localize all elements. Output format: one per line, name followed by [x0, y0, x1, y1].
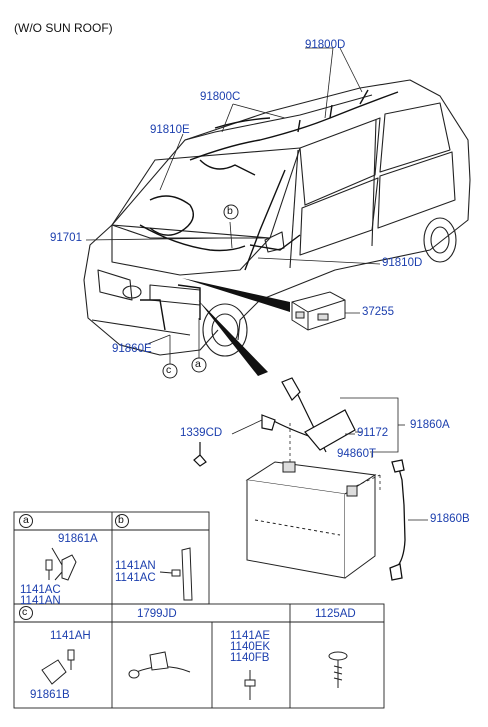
module-37255-art	[291, 291, 346, 331]
harness-wires	[139, 89, 399, 331]
diagram-note: (W/O SUN ROOF)	[14, 21, 113, 35]
callout-91800D: 91800D	[305, 39, 346, 51]
dashed-links	[289, 420, 381, 490]
cell-b-bolt2-label: 1141AC	[115, 572, 156, 584]
cell-b-art	[159, 547, 193, 601]
callout-91860E: 91860E	[112, 343, 152, 355]
callout-91172: 91172	[357, 427, 389, 439]
cell-1799JD-title: 1799JD	[137, 608, 177, 620]
marker-a-vehicle: a	[195, 358, 201, 370]
battery-art	[245, 461, 377, 579]
bolt-1141AE-art	[244, 670, 256, 700]
battery-cable-art	[193, 377, 356, 467]
callout-1339CD: 1339CD	[180, 427, 223, 439]
cell-b-bolt1-label: 1141AN	[115, 560, 156, 572]
table-markers	[19, 514, 129, 620]
marker-c-vehicle: c	[166, 364, 172, 376]
clip-1799JD-art	[128, 651, 191, 679]
pointer-wedge-37255	[182, 278, 290, 312]
cell-a-top-label: 91861A	[58, 533, 98, 545]
vehicle-markers	[162, 204, 239, 379]
marker-b-vehicle: b	[227, 205, 233, 217]
cell-a-art	[45, 547, 77, 581]
table-marker-c: c	[22, 606, 28, 618]
cell-1140EK-label: 1140EK	[230, 641, 271, 653]
cell-c-bottom-label: 91861B	[30, 689, 70, 701]
callout-94860T: 94860T	[337, 448, 377, 460]
callout-91800C: 91800C	[200, 91, 241, 103]
cell-1140FB-label: 1140FB	[230, 652, 270, 664]
callout-91810E: 91810E	[150, 124, 190, 136]
van-body	[83, 79, 471, 357]
cell-a-bolt1-label: 1141AC	[20, 584, 61, 596]
callout-91860B: 91860B	[430, 513, 470, 525]
cell-c-art	[41, 649, 75, 685]
leader-lines	[85, 47, 381, 370]
table-marker-a: a	[23, 514, 29, 526]
cell-a-bolt2-label: 1141AN	[20, 595, 61, 607]
cable-91860B-art	[389, 459, 406, 581]
callout-91810D: 91810D	[382, 257, 423, 269]
callout-91701: 91701	[50, 232, 82, 244]
callout-91860A: 91860A	[410, 419, 450, 431]
pointer-wedge-battery	[198, 300, 268, 376]
cell-1125AD-title: 1125AD	[315, 608, 356, 620]
callout-37255: 37255	[362, 306, 394, 318]
cell-c-top-label: 1141AH	[50, 630, 91, 642]
screw-1125AD-art	[328, 651, 348, 688]
cell-1141AE-label: 1141AE	[230, 630, 271, 642]
table-marker-b: b	[118, 514, 124, 526]
bracket-91860A	[340, 397, 405, 453]
leader-1339CD	[231, 419, 263, 435]
parts-table-grid	[13, 511, 385, 709]
